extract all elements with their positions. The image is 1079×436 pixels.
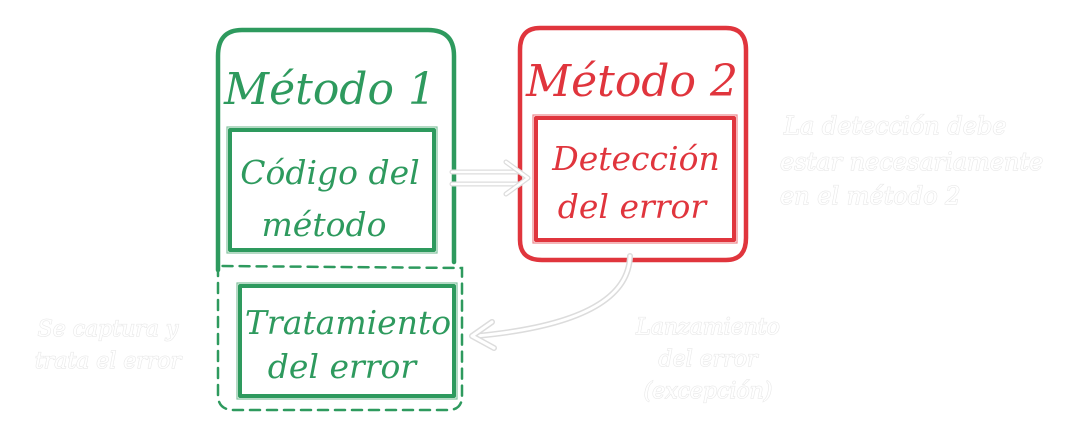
code-box-line2: método (262, 205, 387, 244)
handling-box-frame (238, 284, 456, 398)
method2-title: Método 2 (525, 56, 738, 107)
detection-box-line2: del error (558, 187, 709, 226)
capture-note-line1: Se captura y (38, 317, 179, 342)
handling-box-line2: del error (268, 347, 419, 386)
detection-note: La detección debe estar necesariamente e… (779, 111, 1043, 210)
detection-box-frame (534, 116, 736, 242)
handling-box-line1: Tratamiento (245, 303, 451, 342)
detection-box: Detección del error (532, 114, 738, 244)
method1-title: Método 1 (223, 64, 436, 115)
code-box-line1: Código del (240, 153, 420, 192)
detection-note-line1: La detección debe (783, 112, 1007, 140)
method2-outer-box (517, 25, 749, 263)
code-box: Código del método (226, 126, 438, 254)
curved-arrow-left-icon (469, 253, 633, 351)
capture-note: Se captura y trata el error (34, 316, 183, 374)
handling-box: Tratamiento del error (236, 282, 458, 400)
throw-note-line3: (excepción) (644, 379, 773, 404)
detection-note-line2: estar necesariamente (780, 148, 1043, 176)
throw-note: Lanzamiento del error (excepción) (635, 314, 781, 404)
code-box-frame (228, 128, 436, 252)
double-arrow-right-icon (449, 159, 531, 197)
capture-note-line2: trata el error (35, 349, 183, 374)
method1-dashed-extension (216, 264, 464, 412)
detection-note-line3: en el método 2 (780, 182, 961, 210)
method2-container: Método 2 (517, 25, 749, 263)
detection-box-line1: Detección (551, 139, 719, 178)
throw-note-line2: del error (659, 347, 759, 372)
method1-container: Método 1 (215, 27, 464, 412)
throw-note-line1: Lanzamiento (635, 315, 780, 340)
